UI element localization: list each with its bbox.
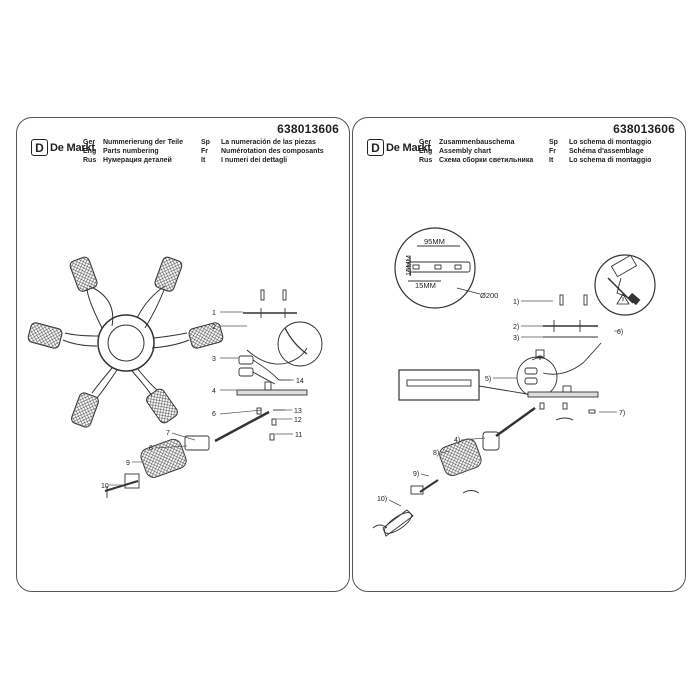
lang-code: Sp: [549, 139, 558, 146]
brand-logo-mark: D: [367, 139, 384, 156]
parts-numbering-sheet: 638013606 D De Markt Ger Nummerierung der…: [16, 117, 350, 592]
header-row: Ger Zusammenbauschema: [419, 138, 533, 147]
callout-9: 9: [126, 460, 130, 467]
callout-1: 1: [212, 310, 216, 317]
callout-4: 4: [212, 388, 216, 395]
callout-4: 4): [454, 437, 460, 444]
brand-logo-text: De Markt: [386, 141, 431, 154]
header-text: Zusammenbauschema: [439, 139, 515, 146]
callout-6: 6: [212, 411, 216, 418]
dimension-width: 95MM: [424, 237, 445, 246]
callout-6: 6): [617, 329, 623, 336]
callout-2: 2): [513, 324, 519, 331]
header-column-2: Sp Lo schema di montaggio Fr Schéma d'asse…: [549, 138, 651, 165]
assembly-diagram: 95MM 15MM 15MM Ø200: [372, 227, 656, 537]
callout-11: 11: [295, 432, 302, 439]
callout-labels: 1 2 3 4 6 7 8 9 10 11 12 13 14: [101, 310, 304, 490]
header-column-2: Sp La numeración de las piezas Fr Numérota…: [201, 138, 324, 165]
header-text: Numérotation des composants: [221, 148, 324, 155]
dimension-height: 15MM: [404, 255, 413, 276]
header-text: Schéma d'assemblage: [569, 148, 644, 155]
lang-code: Ger: [83, 139, 96, 146]
callout-12: 12: [294, 417, 302, 424]
product-code: 638013606: [277, 122, 339, 136]
assembly-chart-sheet: 638013606 D De Markt Ger Zusammenbauschem…: [352, 117, 686, 592]
brand-logo: D De Markt: [367, 139, 431, 156]
callout-7: 7): [619, 410, 625, 417]
header-row: It I numeri dei dettagli: [201, 156, 324, 165]
header-row: It Lo schema di montaggio: [549, 156, 651, 165]
header-row: Fr Numérotation des composants: [201, 147, 324, 156]
wiring-detail: [594, 254, 656, 316]
lang-code: Fr: [549, 148, 556, 155]
callout-10: 10: [101, 483, 109, 490]
lang-code: Rus: [419, 157, 433, 164]
header-text: Nummerierung der Teile: [103, 139, 184, 146]
callout-8: 8: [149, 445, 153, 452]
callout-9: 9): [413, 471, 419, 478]
header-column-1: Ger Nummerierung der Teile Eng Parts numbe…: [83, 138, 183, 165]
header-text: Lo schema di montaggio: [569, 157, 652, 164]
lang-code: It: [549, 157, 554, 164]
header-text: Assembly chart: [439, 148, 492, 155]
header-row: Sp La numeración de las piezas: [201, 138, 324, 147]
brand-logo: D De Markt: [31, 139, 95, 156]
header-row: Rus Нумерация деталей: [83, 156, 183, 165]
header-row: Rus Схема сборки светильника: [419, 156, 533, 165]
chandelier-overview-illustration: [27, 256, 224, 428]
header-text: La numeración de las piezas: [221, 139, 316, 146]
callout-5: 5): [485, 376, 491, 383]
callout-13: 13: [294, 408, 302, 415]
product-code: 638013606: [613, 122, 675, 136]
header-column-1: Ger Zusammenbauschema Eng Assembly chart R…: [419, 138, 533, 165]
warning-icon: [616, 293, 630, 305]
header-row: Eng Assembly chart: [419, 147, 533, 156]
header-row: Sp Lo schema di montaggio: [549, 138, 651, 147]
header-text: Parts numbering: [103, 148, 159, 155]
leader-lines: [109, 311, 294, 486]
callout-1: 1): [513, 299, 519, 306]
lang-code: Ger: [419, 139, 432, 146]
dimension-diameter: Ø200: [480, 291, 498, 300]
callout-3: 3: [212, 356, 216, 363]
brand-logo-text: De Markt: [50, 141, 95, 154]
dimension-spacing: 15MM: [415, 281, 436, 290]
callout-10: 10): [377, 496, 387, 503]
lang-code: Rus: [83, 157, 97, 164]
header-row: Ger Nummerierung der Teile: [83, 138, 183, 147]
callout-3: 3): [513, 335, 519, 342]
callout-14: 14: [296, 378, 304, 385]
lang-code: Eng: [419, 148, 433, 155]
mounting-plate-detail: [394, 227, 481, 309]
lang-code: It: [201, 157, 206, 164]
parts-diagram: 1 2 3 4 6 7 8 9 10 11 12 13 14: [27, 256, 323, 498]
lang-code: Sp: [201, 139, 210, 146]
lang-code: Fr: [201, 148, 208, 155]
header-text: Схема сборки светильника: [439, 157, 534, 164]
leader-lines: [388, 300, 621, 507]
lang-code: Eng: [83, 148, 97, 155]
exploded-assembly-illustration: [372, 294, 602, 537]
exploded-parts-illustration: [104, 289, 323, 498]
header-text: Нумерация деталей: [103, 157, 172, 164]
callout-8: 8): [433, 450, 439, 457]
brand-logo-mark: D: [31, 139, 48, 156]
callout-7: 7: [166, 430, 170, 437]
callout-2: 2: [212, 324, 216, 331]
header-row: Fr Schéma d'assemblage: [549, 147, 651, 156]
header-text: Lo schema di montaggio: [569, 139, 652, 146]
header-row: Eng Parts numbering: [83, 147, 183, 156]
header-text: I numeri dei dettagli: [221, 157, 288, 164]
callout-labels: 1) 2) 3) 4) 5) 6) 7) 8) 9) 10): [377, 299, 625, 503]
